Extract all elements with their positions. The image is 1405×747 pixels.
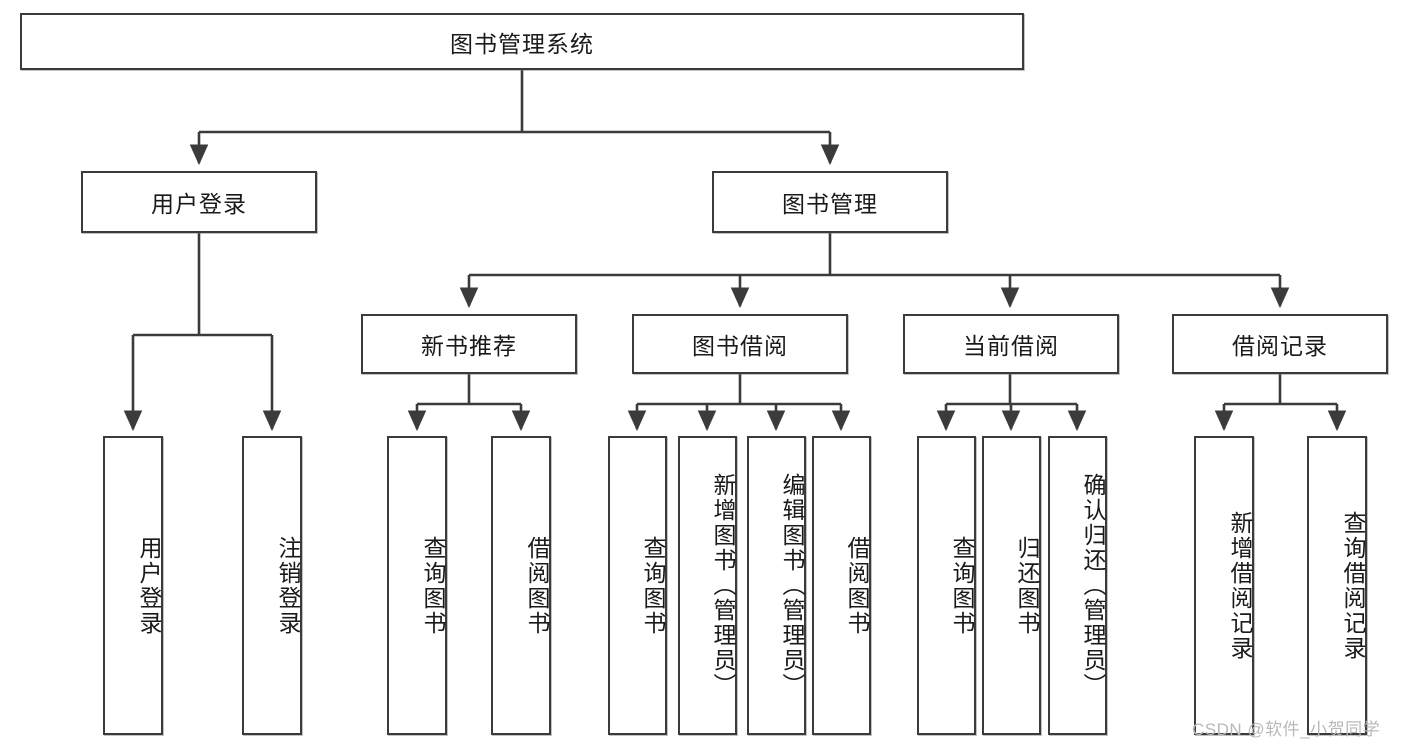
- node-leaf-add-book-admin[interactable]: 新增图书（管理员）: [678, 436, 737, 735]
- node-label: 查询图书: [420, 535, 446, 636]
- node-label: 查询图书: [640, 535, 666, 636]
- node-label: 查询借阅记录: [1340, 510, 1366, 661]
- node-label: 用户登录: [136, 535, 162, 636]
- node-borrowing-record[interactable]: 借阅记录: [1172, 314, 1388, 374]
- node-leaf-return-book[interactable]: 归还图书: [982, 436, 1041, 735]
- node-leaf-query-book-borrow[interactable]: 查询图书: [608, 436, 667, 735]
- node-label: 借阅图书: [844, 535, 870, 636]
- node-root-book-management-system[interactable]: 图书管理系统: [20, 13, 1024, 70]
- node-leaf-user-login[interactable]: 用户登录: [103, 436, 163, 735]
- node-leaf-edit-book-admin[interactable]: 编辑图书（管理员）: [747, 436, 806, 735]
- node-label: 注销登录: [275, 535, 301, 636]
- node-label: 图书借阅: [692, 333, 788, 359]
- node-book-management[interactable]: 图书管理: [712, 171, 948, 233]
- node-label: 用户登录: [151, 191, 247, 217]
- node-label: 查询图书: [949, 535, 975, 636]
- node-label: 图书管理系统: [450, 30, 594, 57]
- node-new-book-recommendation[interactable]: 新书推荐: [361, 314, 577, 374]
- node-leaf-borrow-book[interactable]: 借阅图书: [812, 436, 871, 735]
- node-label: 编辑图书（管理员）: [779, 473, 805, 698]
- node-user-login[interactable]: 用户登录: [81, 171, 317, 233]
- node-label: 借阅记录: [1232, 333, 1328, 359]
- node-leaf-borrow-book-new[interactable]: 借阅图书: [491, 436, 551, 735]
- node-label: 新书推荐: [421, 333, 517, 359]
- node-label: 借阅图书: [524, 535, 550, 636]
- node-label: 确认归还（管理员）: [1080, 473, 1106, 698]
- node-label: 归还图书: [1014, 535, 1040, 636]
- node-leaf-add-borrow-record[interactable]: 新增借阅记录: [1194, 436, 1254, 735]
- node-label: 新增图书（管理员）: [710, 473, 736, 698]
- csdn-watermark: CSDN @软件_小贺同学: [1192, 720, 1381, 739]
- node-leaf-query-borrow-record[interactable]: 查询借阅记录: [1307, 436, 1367, 735]
- node-current-borrowing[interactable]: 当前借阅: [903, 314, 1119, 374]
- node-label: 新增借阅记录: [1227, 510, 1253, 661]
- node-leaf-query-book-new[interactable]: 查询图书: [387, 436, 447, 735]
- node-label: 当前借阅: [963, 333, 1059, 359]
- node-leaf-confirm-return-admin[interactable]: 确认归还（管理员）: [1048, 436, 1107, 735]
- node-leaf-user-logout[interactable]: 注销登录: [242, 436, 302, 735]
- node-leaf-query-book-current[interactable]: 查询图书: [917, 436, 976, 735]
- node-book-borrowing[interactable]: 图书借阅: [632, 314, 848, 374]
- node-label: 图书管理: [782, 191, 878, 217]
